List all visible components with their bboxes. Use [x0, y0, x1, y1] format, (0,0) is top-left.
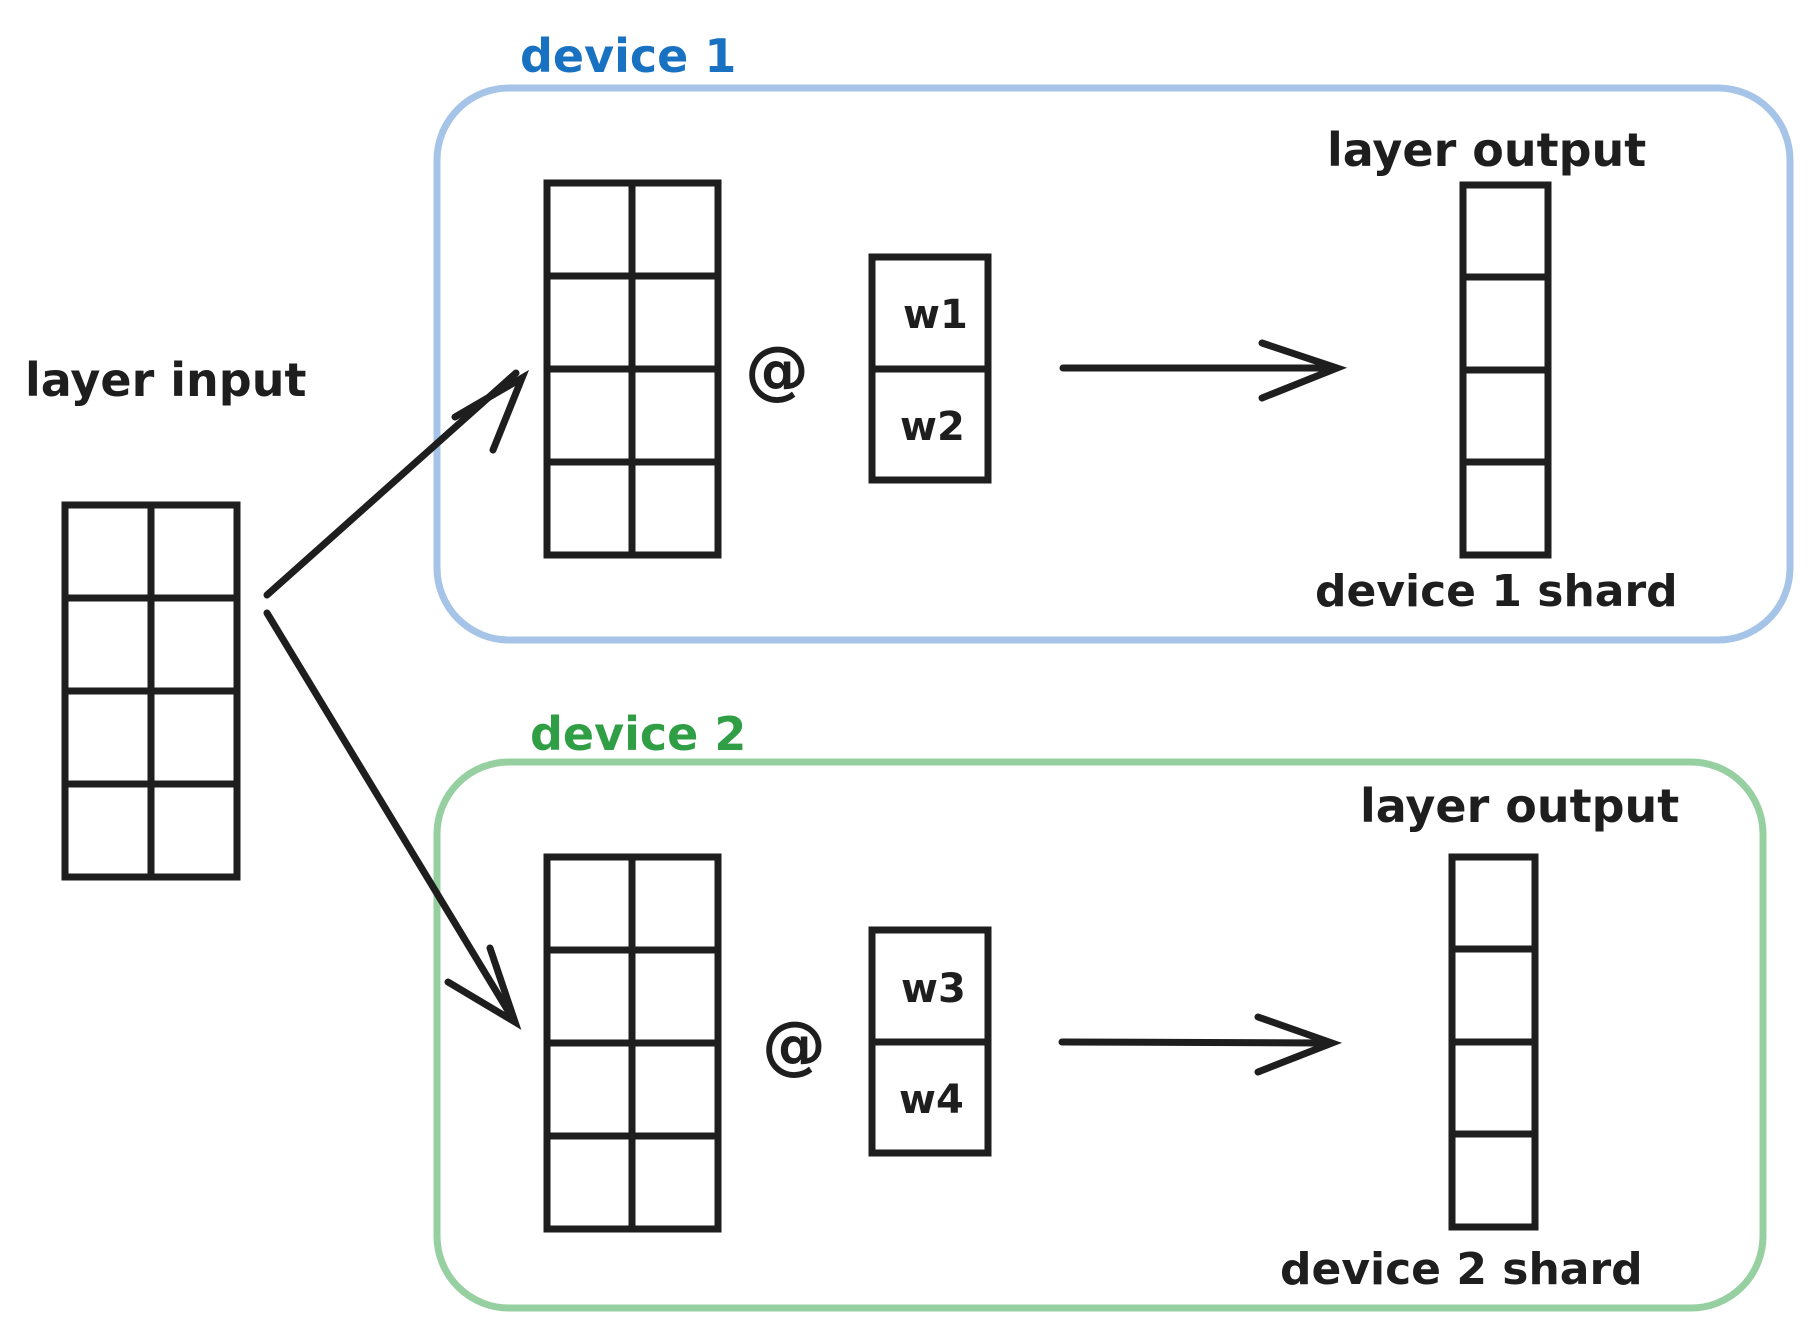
device1-layer-output-label: layer output — [1327, 123, 1646, 177]
device1-weight-w1-label: w1 — [903, 292, 968, 338]
device2-weight-w4-label: w4 — [899, 1077, 964, 1123]
device1-weight-matrix — [868, 253, 992, 484]
device1-activation-matrix — [543, 179, 722, 559]
device2-title: device 2 — [530, 707, 746, 761]
device1-result-arrow — [1059, 339, 1348, 402]
layer-input-label: layer input — [25, 353, 306, 407]
device2-matmul-symbol: @ — [762, 1009, 826, 1083]
device2-shard-label: device 2 shard — [1280, 1244, 1643, 1295]
device1-weight-w2-label: w2 — [900, 404, 965, 450]
device2-weight-w3-label: w3 — [901, 966, 966, 1012]
layer-input-matrix — [61, 501, 241, 881]
input-to-device2-arrow — [263, 609, 522, 1030]
device2-activation-matrix — [543, 853, 722, 1233]
device2-layer-output-label: layer output — [1360, 779, 1679, 833]
device2-output-shard-matrix — [1448, 853, 1539, 1231]
device1-matmul-symbol: @ — [745, 334, 809, 408]
device1-box — [433, 84, 1794, 644]
device2-result-arrow — [1058, 1013, 1343, 1076]
device1-shard-label: device 1 shard — [1315, 566, 1678, 617]
device2-box — [433, 758, 1767, 1312]
device1-title: device 1 — [520, 29, 736, 83]
device1-output-shard-matrix — [1459, 181, 1552, 559]
device2-weight-matrix — [868, 926, 992, 1157]
input-to-device1-arrow — [263, 369, 530, 599]
